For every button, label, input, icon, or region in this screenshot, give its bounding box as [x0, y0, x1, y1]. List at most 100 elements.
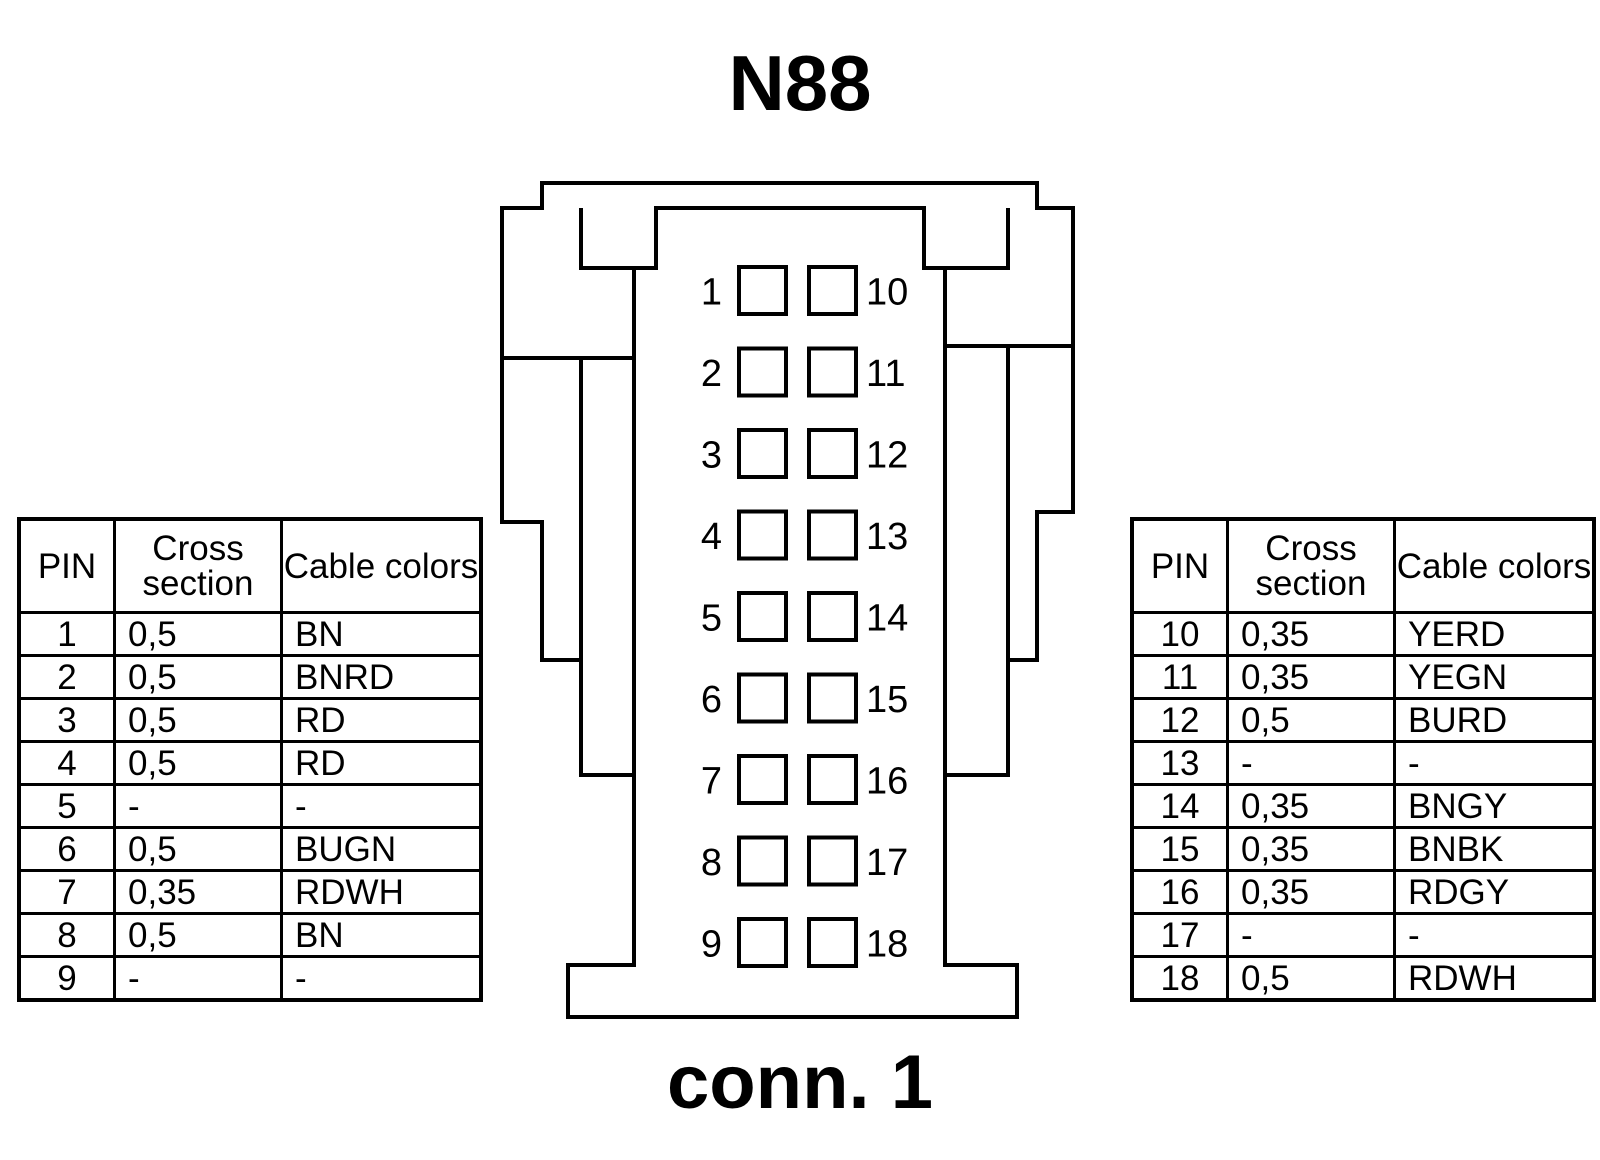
cable-color-cell: BNBK [1393, 826, 1596, 872]
cable-color-cell: YERD [1393, 611, 1596, 657]
pin-socket [737, 346, 788, 398]
pin-socket [737, 917, 788, 968]
pin-number-right: 12 [866, 435, 908, 477]
connector-inner-cavity [540, 183, 1010, 965]
pin-socket [807, 672, 858, 724]
pin-socket [807, 754, 858, 805]
cross-section-cell: 0,5 [113, 697, 283, 743]
cable-color-cell: RD [280, 740, 483, 786]
table-row: 17-- [1130, 912, 1596, 958]
header-pin: PIN [1130, 517, 1229, 614]
cross-section-cell: 0,35 [1226, 654, 1396, 700]
cable-color-cell: YEGN [1393, 654, 1596, 700]
pin-cell: 8 [17, 912, 116, 958]
pin-socket [737, 754, 788, 805]
cross-section-cell: 0,35 [1226, 826, 1396, 872]
header-pin: PIN [17, 517, 116, 614]
cross-section-cell: - [1226, 740, 1396, 786]
connector-inner-top [634, 206, 945, 270]
pin-cell: 2 [17, 654, 116, 700]
pin-number-right: 16 [866, 761, 908, 803]
pin-socket [737, 591, 788, 642]
pin-number-left: 2 [701, 353, 722, 395]
cross-section-cell: - [1226, 912, 1396, 958]
pin-socket [807, 591, 858, 642]
cross-section-cell: 0,5 [1226, 697, 1396, 743]
pin-cell: 9 [17, 955, 116, 1002]
cable-color-cell: BN [280, 611, 483, 657]
cable-color-cell: BNRD [280, 654, 483, 700]
cross-section-cell: 0,5 [113, 611, 283, 657]
header-cable-colors: Cable colors [280, 517, 483, 614]
cross-section-cell: 0,35 [113, 869, 283, 915]
header-cross-section: Cross section [113, 517, 283, 614]
cross-section-cell: 0,5 [1226, 955, 1396, 1002]
pin-number-left: 1 [701, 272, 722, 314]
cross-section-cell: 0,35 [1226, 611, 1396, 657]
cross-section-cell: 0,5 [113, 826, 283, 872]
pin-cell: 5 [17, 783, 116, 829]
pin-socket [807, 428, 858, 479]
cable-color-cell: - [280, 955, 483, 1002]
pin-socket [807, 509, 858, 561]
pin-cell: 12 [1130, 697, 1229, 743]
pin-number-left: 4 [701, 516, 722, 558]
connector-label: conn. 1 [666, 1040, 934, 1125]
pin-number-left: 6 [701, 679, 722, 721]
pin-number-left: 5 [701, 598, 722, 640]
pin-socket [807, 917, 858, 968]
pin-socket [737, 672, 788, 724]
pin-number-right: 17 [866, 842, 908, 884]
pin-number-right: 13 [866, 516, 908, 558]
cable-color-cell: - [280, 783, 483, 829]
pin-cell: 1 [17, 611, 116, 657]
pin-cell: 15 [1130, 826, 1229, 872]
header-cable-colors: Cable colors [1393, 517, 1596, 614]
table-row: 5-- [17, 783, 483, 829]
cable-color-cell: RDWH [280, 869, 483, 915]
pin-number-left: 9 [701, 924, 722, 966]
cross-section-cell: 0,5 [113, 654, 283, 700]
table-row: 13-- [1130, 740, 1596, 786]
pin-cell: 6 [17, 826, 116, 872]
cable-color-cell: BURD [1393, 697, 1596, 743]
pin-number-right: 14 [866, 598, 908, 640]
cross-section-cell: 0,5 [113, 912, 283, 958]
pin-socket [807, 346, 858, 398]
cable-color-cell: - [1393, 740, 1596, 786]
table-row: 9-- [17, 955, 483, 1002]
cable-color-cell: BN [280, 912, 483, 958]
cross-section-cell: - [113, 955, 283, 1002]
pin-socket [737, 509, 788, 561]
pin-number-right: 11 [866, 353, 905, 395]
pin-cell: 18 [1130, 955, 1229, 1002]
pin-cell: 16 [1130, 869, 1229, 915]
pin-cell: 14 [1130, 783, 1229, 829]
pin-cell: 7 [17, 869, 116, 915]
pin-number-left: 3 [701, 435, 722, 477]
header-cross-section: Cross section [1226, 517, 1396, 614]
pin-socket [737, 835, 788, 887]
cable-color-cell: BNGY [1393, 783, 1596, 829]
pin-cell: 17 [1130, 912, 1229, 958]
pin-socket [807, 835, 858, 887]
cross-section-cell: 0,5 [113, 740, 283, 786]
cross-section-cell: 0,35 [1226, 783, 1396, 829]
cable-color-cell: - [1393, 912, 1596, 958]
cross-section-cell: - [113, 783, 283, 829]
pin-socket [737, 428, 788, 479]
pin-number-right: 18 [866, 924, 908, 966]
